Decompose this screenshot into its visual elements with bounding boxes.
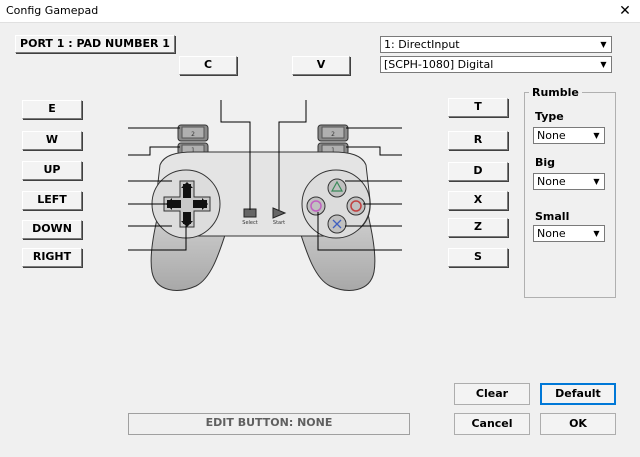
cancel-button[interactable]: Cancel <box>454 413 530 435</box>
rumble-big-value: None <box>537 175 566 188</box>
input-select[interactable]: 1: DirectInput ▼ <box>380 36 612 53</box>
rumble-type-label: Type <box>535 110 564 123</box>
select-label: Select <box>242 220 257 226</box>
rumble-big-label: Big <box>535 156 556 169</box>
leader-lines <box>128 100 402 251</box>
title-bar <box>0 0 640 22</box>
button-left[interactable]: LEFT <box>22 191 82 210</box>
rumble-type-value: None <box>537 129 566 142</box>
default-button[interactable]: Default <box>540 383 616 405</box>
window-title: Config Gamepad <box>6 4 99 17</box>
ok-button[interactable]: OK <box>540 413 616 435</box>
button-r[interactable]: R <box>448 131 508 150</box>
button-d[interactable]: D <box>448 162 508 181</box>
clear-button[interactable]: Clear <box>454 383 530 405</box>
button-e[interactable]: E <box>22 100 82 119</box>
circle-button-icon <box>346 196 366 216</box>
r2-button <box>317 124 349 142</box>
button-t[interactable]: T <box>448 98 508 117</box>
dpad-icon <box>163 180 211 228</box>
input-select-value: 1: DirectInput <box>384 38 460 51</box>
button-v[interactable]: V <box>292 56 350 75</box>
rumble-type-select[interactable]: None ▼ <box>533 127 605 144</box>
r2-label: 2 <box>331 131 335 138</box>
button-up[interactable]: UP <box>22 161 82 180</box>
chevron-down-icon: ▼ <box>593 177 600 186</box>
start-button-icon <box>272 207 287 219</box>
button-s[interactable]: S <box>448 248 508 267</box>
pad-type-select-value: [SCPH-1080] Digital <box>384 58 494 71</box>
l2-label: 2 <box>191 131 195 138</box>
button-c[interactable]: C <box>179 56 237 75</box>
rumble-small-value: None <box>537 227 566 240</box>
rumble-big-select[interactable]: None ▼ <box>533 173 605 190</box>
chevron-down-icon: ▼ <box>600 60 607 69</box>
rumble-small-select[interactable]: None ▼ <box>533 225 605 242</box>
button-down[interactable]: DOWN <box>22 220 82 239</box>
chevron-down-icon: ▼ <box>593 229 600 238</box>
l1-label: 1 <box>191 147 195 154</box>
edit-button-status: EDIT BUTTON: NONE <box>128 413 410 435</box>
button-w[interactable]: W <box>22 131 82 150</box>
rumble-title: Rumble <box>529 86 582 99</box>
rumble-small-label: Small <box>535 210 570 223</box>
button-z[interactable]: Z <box>448 218 508 237</box>
r1-label: 1 <box>331 147 335 154</box>
button-x[interactable]: X <box>448 191 508 210</box>
select-button-icon <box>243 208 257 218</box>
close-icon[interactable]: ✕ <box>619 3 631 19</box>
port-button[interactable]: PORT 1 : PAD NUMBER 1 <box>15 35 175 53</box>
button-right[interactable]: RIGHT <box>22 248 82 267</box>
chevron-down-icon: ▼ <box>593 131 600 140</box>
triangle-button-icon <box>327 178 347 198</box>
square-button-icon <box>306 196 326 216</box>
pad-type-select[interactable]: [SCPH-1080] Digital ▼ <box>380 56 612 73</box>
chevron-down-icon: ▼ <box>600 40 607 49</box>
l2-button <box>177 124 209 142</box>
start-label: Start <box>273 220 285 226</box>
